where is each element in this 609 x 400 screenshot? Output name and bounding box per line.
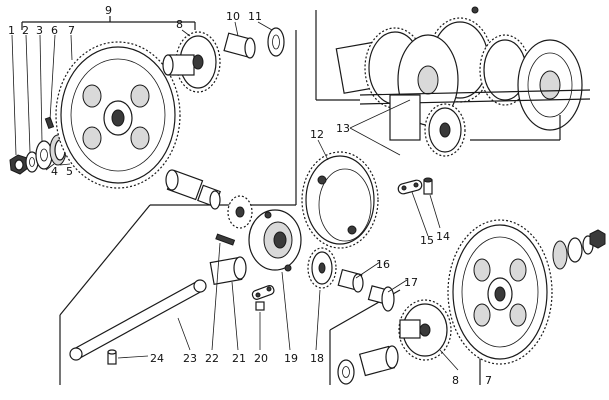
callout-5: 5: [66, 165, 73, 178]
part-7-large-gear: [55, 41, 181, 189]
leader-lines: [11, 21, 459, 371]
part-1-nut: [9, 154, 29, 175]
callout-1: 1: [8, 24, 15, 37]
callout-13: 13: [336, 122, 350, 135]
callout-8: 8: [176, 18, 183, 31]
callout-15: 15: [420, 234, 434, 247]
callout-11: 11: [248, 10, 262, 23]
callout-19: 19: [284, 352, 298, 365]
callout-23: 23: [183, 352, 197, 365]
part-11-washer: [267, 27, 285, 57]
callout-17: 17: [404, 276, 418, 289]
part-21-bushing: [209, 256, 247, 285]
part-14-bolt: [423, 177, 433, 195]
part-23-shaft: [69, 279, 207, 361]
part-8-bevel-gear: [398, 299, 452, 361]
gearbox-assembly: [335, 6, 591, 157]
part-17-flanged-bushing: [367, 285, 395, 312]
small-bevel-pinion: [227, 195, 253, 229]
part-8-small-gear: [162, 31, 221, 93]
part-20-link: [251, 285, 275, 311]
callout-2: 2: [22, 24, 29, 37]
callout-16: 16: [376, 258, 390, 271]
callout-10: 10: [226, 10, 240, 23]
callout-6: 6: [51, 24, 58, 37]
callout-22: 22: [205, 352, 219, 365]
lower-bushing-and-washer: [337, 345, 399, 385]
callout-18: 18: [310, 352, 324, 365]
part-19-spider-carrier: [248, 209, 302, 272]
right-end-parts: [552, 229, 606, 270]
callout-7: 7: [68, 24, 75, 37]
callout-8-lower: 8: [452, 374, 459, 387]
callout-24: 24: [150, 352, 164, 365]
center-shaft-sleeve: [165, 169, 221, 210]
callout-labels: 1 2 3 6 7 9 8 10 11 4 5 12 13 14 15 16 1…: [8, 4, 492, 387]
part-18-pinion-gear: [307, 247, 337, 289]
part-4-spacer: [35, 140, 53, 170]
callout-20: 20: [254, 352, 268, 365]
callout-4: 4: [51, 165, 58, 178]
part-12-ring-gear: [301, 151, 379, 249]
callout-12: 12: [310, 128, 324, 141]
part-22-pin: [215, 233, 236, 246]
part-10-bushing: [223, 32, 256, 59]
part-24-pin: [107, 349, 117, 365]
callout-21: 21: [232, 352, 246, 365]
part-15-link-plate: [397, 179, 423, 195]
callout-9: 9: [105, 4, 112, 17]
part-7-large-gear-right: [447, 219, 553, 365]
callout-3: 3: [36, 24, 43, 37]
part-6-key: [44, 116, 55, 130]
part-16-bushing: [337, 268, 364, 293]
group-bracket-9: [21, 16, 196, 30]
callout-14: 14: [436, 230, 450, 243]
callout-7-lower: 7: [485, 374, 492, 387]
